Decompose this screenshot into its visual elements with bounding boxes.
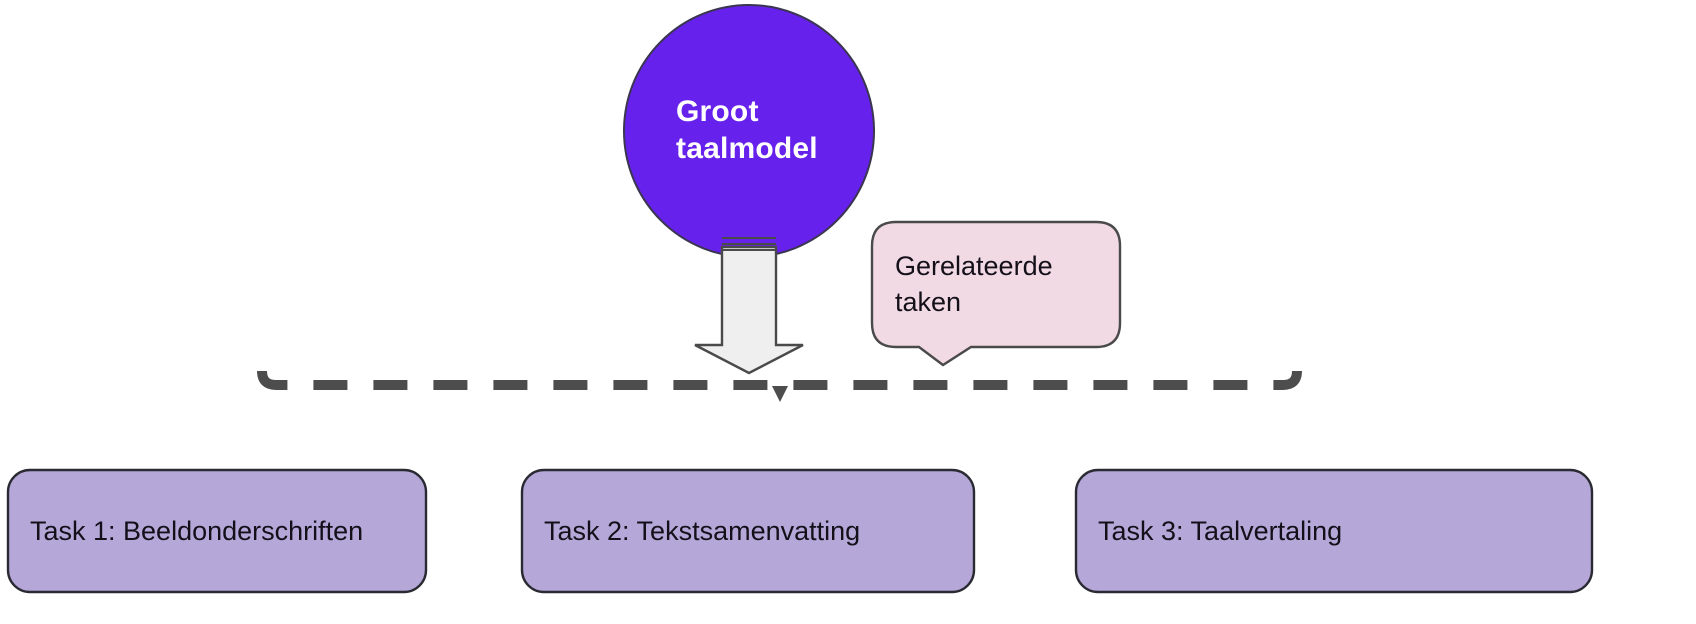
model-node-circle[interactable]: [623, 4, 875, 258]
task-box-2[interactable]: [1074, 468, 1594, 594]
task-box-label-2: Task 3: Taalvertaling: [1098, 515, 1343, 546]
down-arrow-icon: [694, 237, 804, 375]
task-box-label-0: Task 1: Beeldonderschriften: [30, 515, 364, 546]
task-box-0[interactable]: [6, 468, 428, 594]
task-box-1[interactable]: [520, 468, 976, 594]
related-tasks-callout-shape[interactable]: [870, 220, 1122, 367]
task-box-label-1: Task 2: Tekstsamenvatting: [544, 515, 861, 546]
dashed-bracket-line: [257, 370, 1302, 402]
